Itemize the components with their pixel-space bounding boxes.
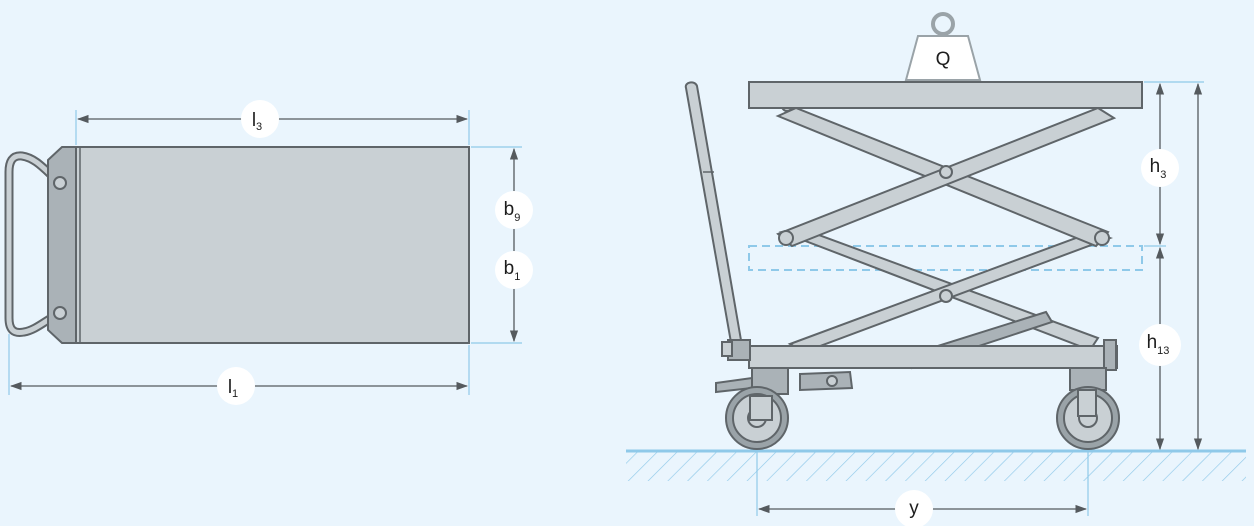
handle-pivot-top [53, 176, 67, 190]
svg-text:y: y [909, 498, 919, 519]
floor-hatching [626, 451, 1246, 481]
label-b1: b1 [495, 251, 533, 289]
platform-top-view [75, 146, 470, 344]
lowered-platform-outline [748, 245, 1143, 271]
label-l3: l3 [241, 100, 279, 138]
svg-text:l1: l1 [228, 377, 238, 400]
svg-text:h13: h13 [1147, 332, 1170, 357]
svg-text:l3: l3 [252, 110, 262, 133]
chassis-frame [748, 345, 1118, 369]
label-h13: h13 [1139, 324, 1181, 366]
push-handle [684, 81, 744, 350]
label-h3: h3 [1141, 149, 1179, 187]
svg-text:Q: Q [936, 49, 951, 70]
side-view [626, 12, 1246, 516]
svg-text:b1: b1 [504, 258, 521, 283]
label-q: Q [936, 49, 951, 70]
handle-pivot-bottom [53, 306, 67, 320]
load-ring [931, 12, 955, 36]
label-y: y [895, 490, 933, 526]
top-view [4, 110, 522, 395]
svg-text:b9: b9 [504, 199, 521, 224]
platform-side-view [748, 81, 1143, 109]
label-b9: b9 [495, 191, 533, 229]
label-l1: l1 [217, 367, 255, 405]
load-weight [904, 35, 982, 81]
svg-text:h3: h3 [1150, 156, 1167, 181]
